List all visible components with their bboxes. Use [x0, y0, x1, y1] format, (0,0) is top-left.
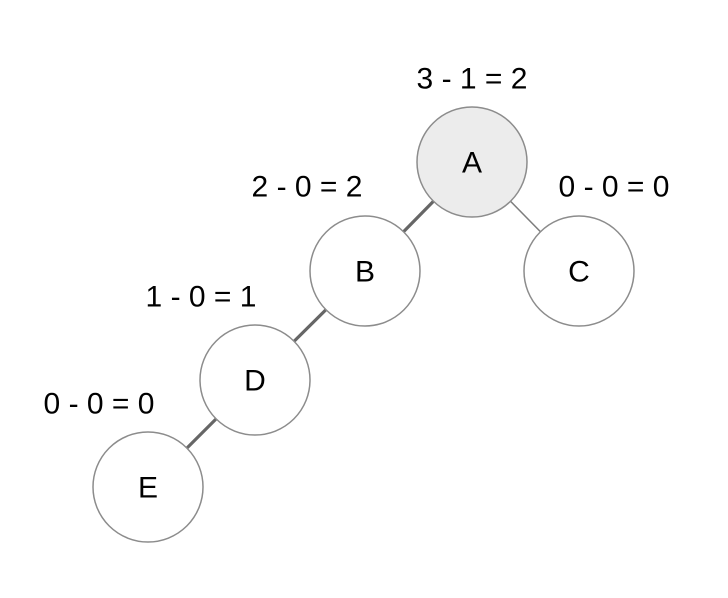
balance-label-c: 0 - 0 = 0 [559, 171, 670, 204]
node-d-label: D [244, 365, 266, 398]
node-b-circle[interactable] [309, 215, 421, 327]
node-b[interactable]: B [309, 215, 421, 327]
node-c[interactable]: C [523, 215, 635, 327]
balance-label-e: 0 - 0 = 0 [44, 388, 155, 421]
node-e[interactable]: E [92, 431, 204, 543]
balance-label-b: 2 - 0 = 2 [252, 171, 363, 204]
balance-label-d: 1 - 0 = 1 [146, 281, 257, 314]
node-a-label: A [462, 147, 482, 180]
node-d-circle[interactable] [199, 324, 311, 436]
balance-label-a: 3 - 1 = 2 [417, 63, 528, 96]
node-a[interactable]: A [416, 106, 528, 218]
node-e-circle[interactable] [92, 431, 204, 543]
node-a-circle[interactable] [416, 106, 528, 218]
node-c-circle[interactable] [523, 215, 635, 327]
node-e-label: E [138, 472, 158, 505]
node-c-label: C [568, 256, 590, 289]
balance-labels: 3 - 1 = 2 2 - 0 = 2 0 - 0 = 0 1 - 0 = 1 … [44, 63, 670, 421]
node-b-label: B [355, 256, 375, 289]
node-d[interactable]: D [199, 324, 311, 436]
